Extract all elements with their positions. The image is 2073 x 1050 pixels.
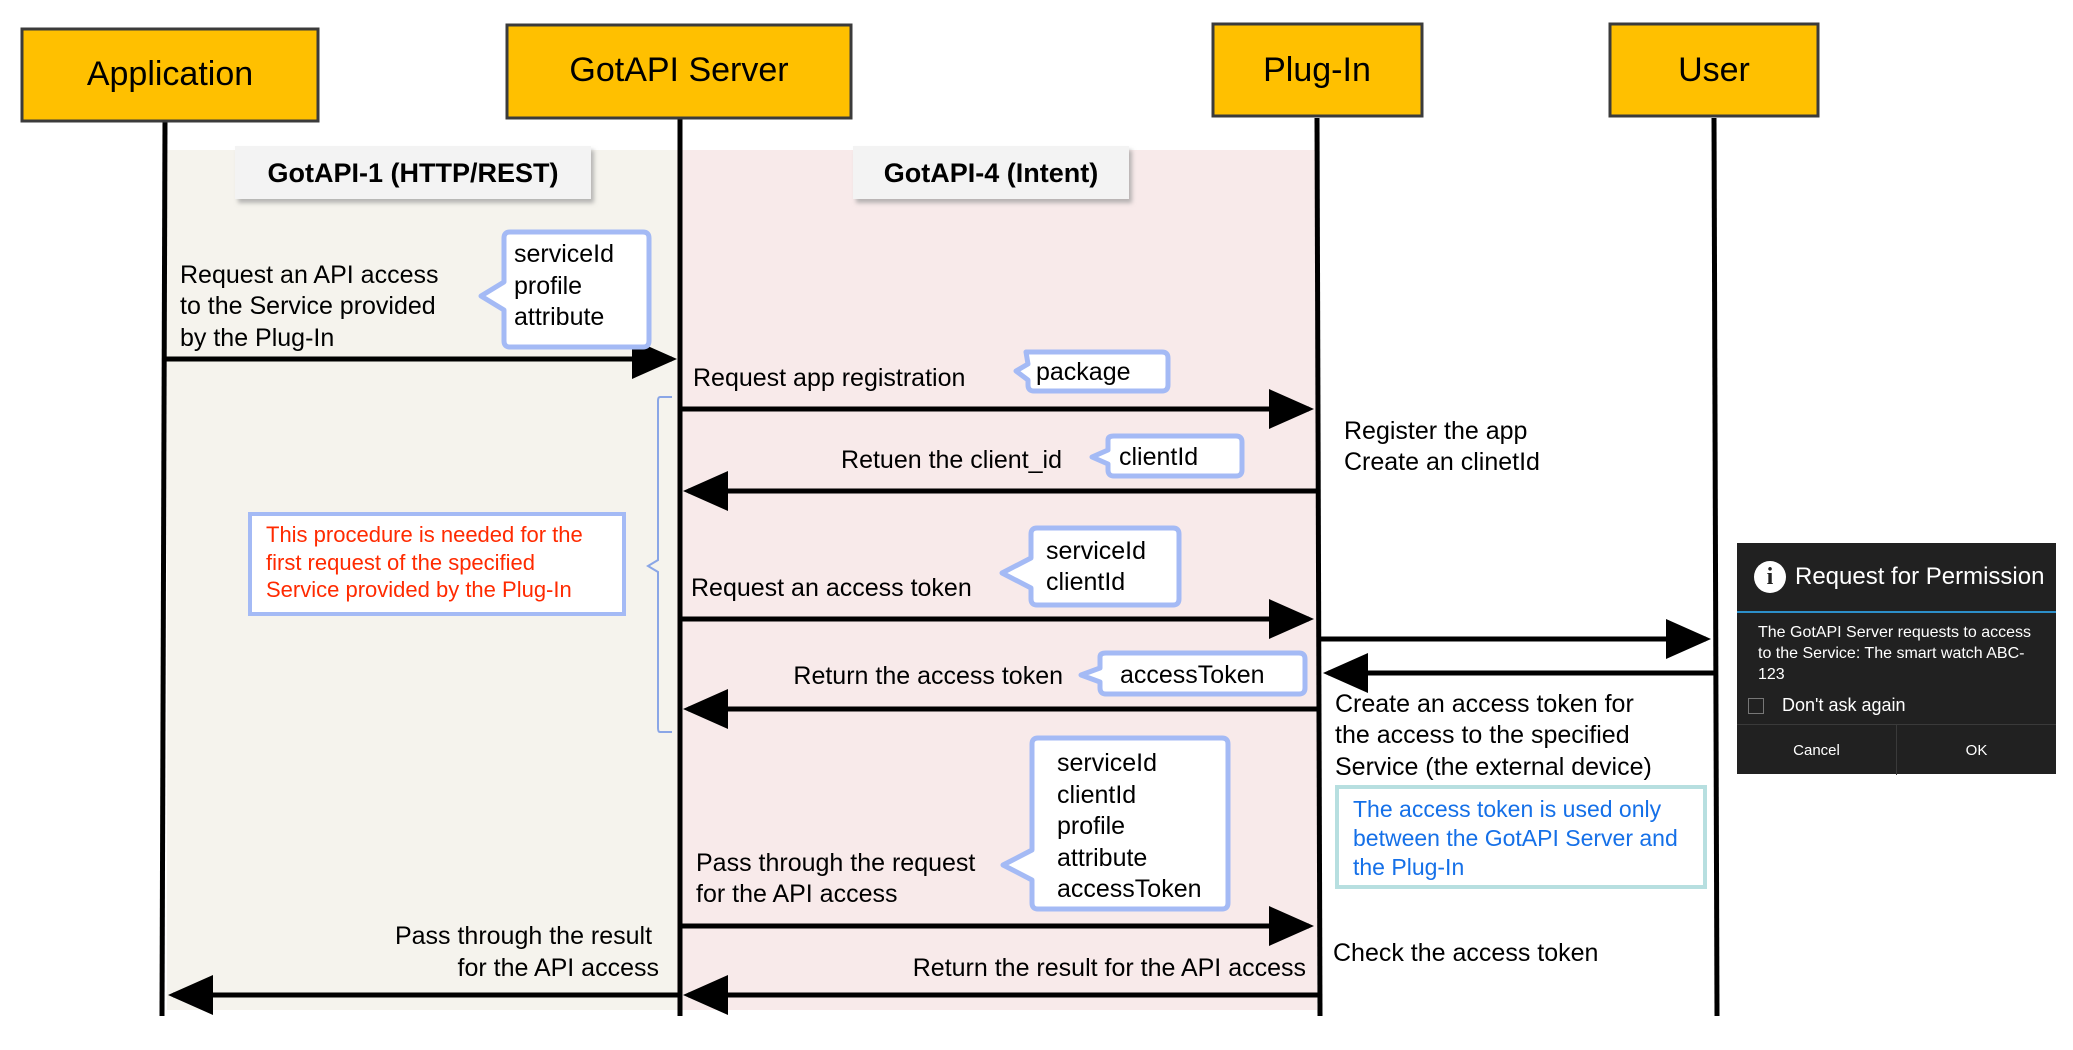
note-line: Register the app — [1344, 417, 1527, 445]
lifeline-application — [159, 120, 168, 1017]
note-line: between the GotAPI Server and — [1353, 825, 1678, 851]
param-list: serviceId clientId profile attribute acc… — [1057, 749, 1202, 903]
param-list: serviceId profile attribute — [514, 240, 621, 331]
note-line: the access to the specified — [1335, 721, 1630, 749]
param-item: profile — [1057, 812, 1125, 840]
participant-label: User — [1678, 51, 1750, 89]
permission-dialog: i Request for Permission The GotAPI Serv… — [1737, 543, 2056, 775]
participant-gotapi-server: GotAPI Server — [505, 23, 853, 120]
message-line: for the API access — [696, 880, 898, 908]
ok-button[interactable]: OK — [1896, 725, 2056, 775]
param-item: clientId — [1046, 568, 1125, 596]
message-pass-request: Pass through the request for the API acc… — [696, 849, 982, 908]
message-return-client-id: Retuen the client_id — [841, 446, 1062, 474]
dont-ask-again-checkbox[interactable]: Don't ask again — [1748, 695, 1906, 716]
dialog-message: The GotAPI Server requests to access to … — [1758, 624, 2032, 683]
note-line: first request of the specified — [266, 550, 535, 575]
note-line: This procedure is needed for the — [266, 522, 583, 547]
procedure-bracket — [646, 396, 672, 733]
param-item: accessToken — [1057, 875, 1202, 903]
param-callout-pass-request: serviceId clientId profile attribute acc… — [1000, 735, 1231, 912]
lifeline-user — [1711, 117, 1720, 1017]
note-line: Service provided by the Plug-In — [266, 577, 572, 602]
param-callout-access-token-request: serviceId clientId — [999, 525, 1182, 608]
message-request-api-access: Request an API access to the Service pro… — [180, 261, 445, 352]
message-line: Pass through the result — [395, 922, 652, 950]
param-callout-access-token: accessToken — [1078, 650, 1308, 697]
token-note-text: The access token is used only between th… — [1353, 796, 1684, 880]
param-callout-package: package — [1013, 349, 1171, 394]
param-item: attribute — [514, 303, 604, 331]
dialog-buttons: Cancel OK — [1737, 724, 2056, 775]
note-line: Create an access token for — [1335, 690, 1634, 718]
participant-plug-in: Plug-In — [1211, 22, 1424, 118]
participant-user: User — [1608, 22, 1820, 118]
param-callout-client-id: clientId — [1089, 433, 1245, 479]
plugin-note-check-token: Check the access token — [1333, 939, 1598, 967]
param-item: serviceId — [1046, 537, 1146, 565]
participant-application: Application — [20, 27, 320, 123]
procedure-note: This procedure is needed for the first r… — [248, 512, 626, 616]
plugin-note-register: Register the app Create an clinetId — [1344, 417, 1540, 476]
message-line: by the Plug-In — [180, 324, 334, 352]
param-callout-api-access: serviceId profile attribute — [478, 229, 652, 350]
note-line: the Plug-In — [1353, 854, 1464, 880]
note-line: Service (the external device) — [1335, 753, 1652, 781]
message-line: to the Service provided — [180, 292, 436, 320]
message-request-access-token: Request an access token — [691, 574, 972, 602]
participant-label: GotAPI Server — [569, 51, 788, 89]
note-line: The access token is used only — [1353, 796, 1662, 822]
message-return-access-token: Return the access token — [793, 662, 1063, 690]
participant-label: Application — [87, 55, 253, 93]
param-item: accessToken — [1120, 661, 1265, 689]
plugin-note-create-token: Create an access token for the access to… — [1335, 690, 1652, 781]
checkbox-icon[interactable] — [1748, 697, 1764, 714]
dialog-title: Request for Permission — [1795, 563, 2045, 590]
param-list: serviceId clientId — [1046, 537, 1153, 596]
token-note: The access token is used only between th… — [1335, 785, 1707, 889]
message-return-result: Return the result for the API access — [913, 954, 1306, 982]
gotapi4-label: GotAPI-4 (Intent) — [853, 146, 1129, 199]
param-item: package — [1036, 358, 1131, 386]
param-item: profile — [514, 272, 582, 300]
param-item: serviceId — [1057, 749, 1157, 777]
gotapi4-label-text: GotAPI-4 (Intent) — [884, 158, 1098, 188]
checkbox-label: Don't ask again — [1782, 695, 1906, 715]
message-line: Pass through the request — [696, 849, 975, 877]
message-line: for the API access — [458, 954, 660, 982]
param-item: clientId — [1119, 443, 1198, 471]
param-item: attribute — [1057, 844, 1147, 872]
param-item: serviceId — [514, 240, 614, 268]
note-line: Create an clinetId — [1344, 448, 1540, 476]
info-icon: i — [1754, 561, 1786, 593]
message-line: Request an API access — [180, 261, 438, 289]
message-pass-result: Pass through the result for the API acce… — [395, 922, 659, 982]
cancel-button[interactable]: Cancel — [1793, 741, 1840, 759]
participant-label: Plug-In — [1263, 51, 1371, 89]
gotapi1-label: GotAPI-1 (HTTP/REST) — [235, 146, 591, 199]
lifeline-plug-in — [1314, 117, 1323, 1017]
procedure-note-text: This procedure is needed for the first r… — [266, 522, 589, 602]
dialog-header: i Request for Permission — [1737, 543, 2056, 613]
message-request-app-registration: Request app registration — [693, 364, 965, 392]
param-item: clientId — [1057, 781, 1136, 809]
gotapi1-label-text: GotAPI-1 (HTTP/REST) — [268, 158, 559, 188]
